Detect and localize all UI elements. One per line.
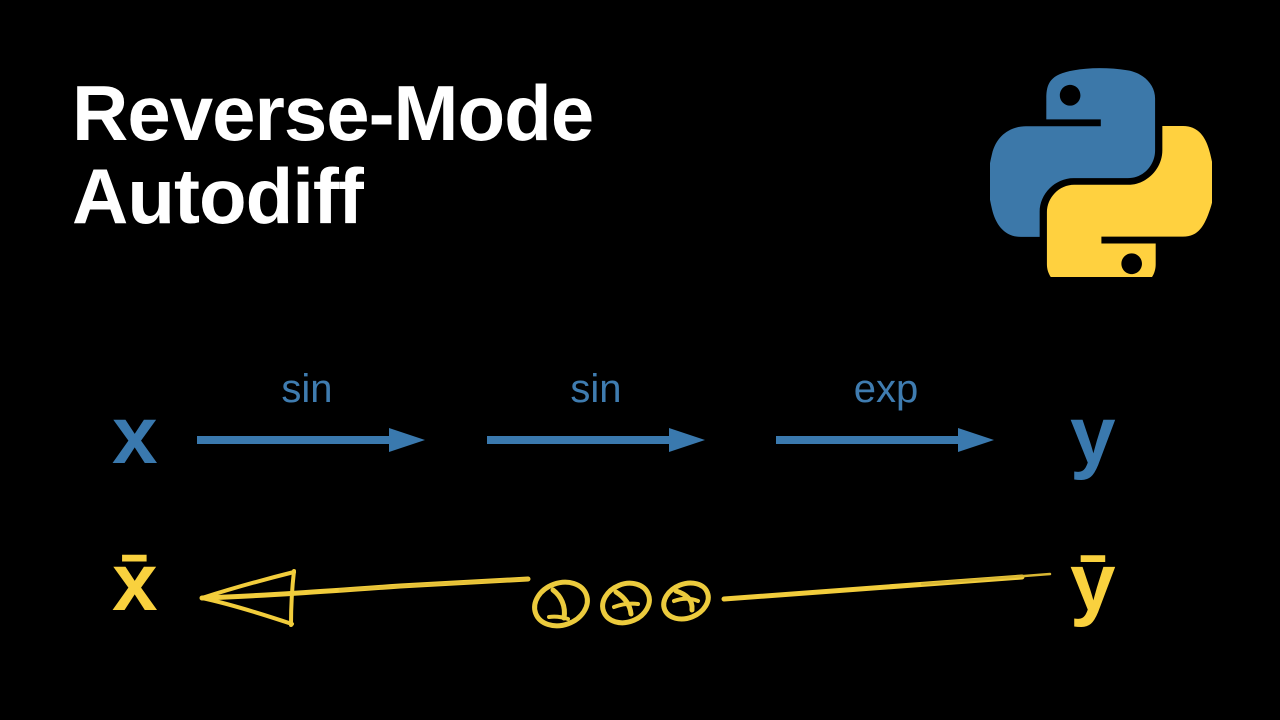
gradient-scribbles (528, 570, 718, 638)
forward-pass-row: x sin sin exp y (0, 355, 1280, 505)
title-line-1: Reverse-Mode (72, 69, 594, 157)
backward-line-segment (721, 568, 1052, 616)
backward-pass-row: x̄ (0, 520, 1280, 680)
title-line-2: Autodiff (72, 151, 364, 240)
grad-scribble-1 (532, 579, 590, 629)
backward-output-variable: x̄ (112, 537, 158, 628)
forward-input-variable: x (112, 390, 158, 481)
forward-output-variable: y (1070, 390, 1116, 481)
op-label-2: sin (570, 367, 622, 411)
grad-scribble-3 (661, 580, 711, 622)
forward-arrow-1 (197, 427, 425, 453)
forward-arrow-2 (487, 427, 705, 453)
backward-input-variable: ȳ (1070, 537, 1116, 628)
backward-arrow-icon (190, 560, 531, 630)
grad-scribble-2 (600, 580, 652, 626)
page-title: Reverse-Mode Autodiff (72, 72, 892, 237)
op-label-3: exp (853, 367, 919, 411)
python-logo-icon (990, 55, 1212, 277)
forward-arrow-3 (776, 427, 994, 453)
op-label-1: sin (281, 367, 333, 411)
